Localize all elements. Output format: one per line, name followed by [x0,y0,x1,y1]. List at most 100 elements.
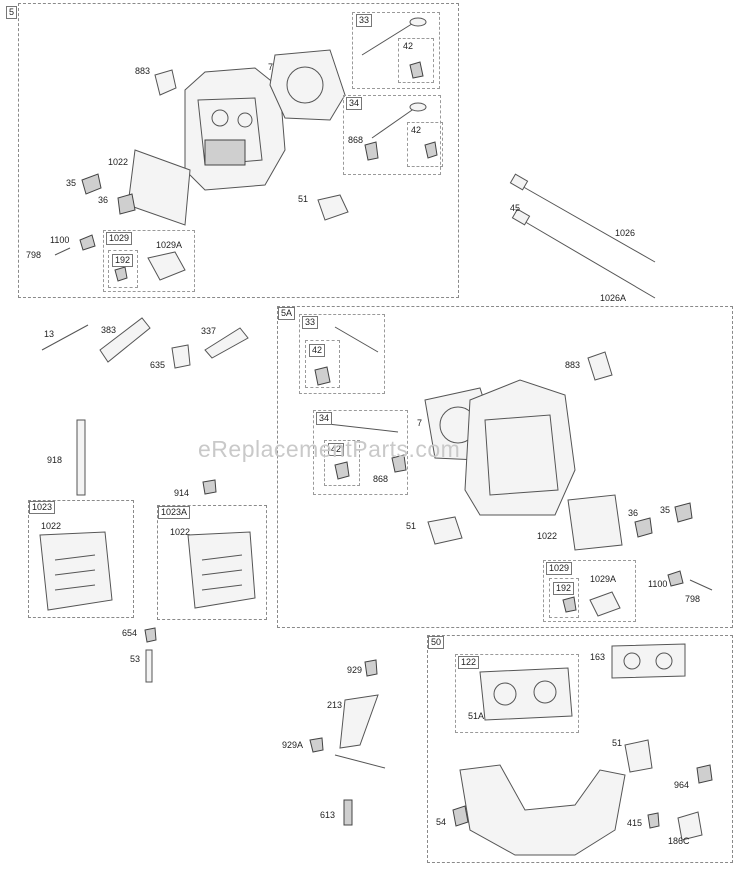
nut-192b-drawing [562,596,577,613]
subgroup-34-box [343,95,441,175]
label-7: 7 [268,62,274,72]
cover-gasket-1022-drawing [127,149,191,226]
label-1022: 1022 [108,157,129,167]
part-654-drawing [144,627,157,643]
pushrod-1026-drawing [519,184,656,263]
label-36: 36 [98,195,109,205]
label-36: 36 [628,508,639,518]
group-1023-tag: 1023 [29,501,56,514]
bolt-13-drawing [41,324,89,351]
valve-33b-drawing [334,326,379,353]
subgroup-1029b-tag: 1029 [546,562,573,575]
label-883: 883 [565,360,581,370]
watermark: eReplacementParts.com [198,436,461,462]
rocker-1029A-drawing [147,251,186,281]
label-868: 868 [373,474,389,484]
label-213: 213 [327,700,343,710]
bracket-213-drawing [339,694,379,749]
tube-918-drawing [76,419,86,496]
label-42: 42 [411,125,422,135]
label-1022: 1022 [170,527,191,537]
gasket-163-drawing [611,643,686,679]
subgroup-1029b-box [543,560,636,622]
head-gasket-drawing-5 [269,49,346,121]
cylinder-head-drawing-5 [184,67,286,191]
spring-35b-drawing [674,502,693,523]
subgroup-192a-box [108,250,138,288]
subgroup-42d-box [324,440,360,486]
label-914: 914 [174,488,190,498]
label-883: 883 [135,66,151,76]
guide-868b-drawing [391,454,407,473]
guide-868a-drawing [364,141,379,161]
valve-34-drawing [371,107,416,139]
label-42: 42 [328,443,345,456]
bolt-54-drawing [452,805,469,827]
gasket-51A-drawing [479,667,573,721]
label-1022: 1022 [537,531,558,541]
label-635: 635 [150,360,166,370]
subgroup-192b-box [549,578,579,618]
subgroup-1029-tag: 1029 [106,232,133,245]
label-51: 51 [298,194,309,204]
group-5A-box [277,306,733,628]
gasket-51c-drawing [624,739,653,773]
subgroup-33b-tag: 33 [302,316,319,329]
screw-929A-drawing [309,737,324,753]
subgroup-33b-box [299,314,385,394]
subgroup-34b-tag: 34 [316,412,333,425]
part-415-drawing [647,812,660,829]
label-54: 54 [436,817,447,827]
group-50-box [427,635,733,863]
group-5-tag: 5 [6,6,18,19]
subgroup-122-box [455,654,579,733]
label-918: 918 [47,455,63,465]
label-1022: 1022 [41,521,62,531]
bolt-1100b-drawing [667,570,684,587]
valve-cover-1023A-drawing [187,531,256,609]
group-5A-tag: 5A [278,307,296,320]
part-383-drawing [99,317,151,363]
label-163: 163 [590,652,606,662]
subgroup-34b-box [313,410,408,495]
subgroup-33-tag: 33 [356,14,373,27]
label-7: 7 [417,418,423,428]
label-35: 35 [660,505,671,515]
valve-cover-1023-drawing [39,531,113,611]
label-798: 798 [26,250,42,260]
valve-34b-drawing [327,423,399,433]
rocker-1029Ab-drawing [589,591,621,617]
label-45: 45 [510,203,521,213]
bolt-1100-drawing [79,234,96,251]
label-1029A: 1029A [590,574,617,584]
label-929A: 929A [282,740,304,750]
label-13: 13 [44,329,55,339]
label-1100: 1100 [50,235,70,245]
pushrod-1026A-drawing [521,219,656,299]
group-5-box [18,3,459,298]
label-186C: 186C [668,836,690,846]
subgroup-42b-box [407,122,443,167]
label-929: 929 [347,665,363,675]
label-613: 613 [320,810,336,820]
spring-36b-drawing [634,517,653,538]
subgroup-122-tag: 122 [458,656,480,669]
gasket-51b-drawing [427,516,463,545]
plug-337-drawing [204,327,249,359]
group-50-tag: 50 [428,636,445,649]
fitting-186C-drawing [677,811,703,841]
label-192: 192 [112,254,134,267]
bolt-798b-drawing [689,579,713,591]
keeper-42b-drawing [424,141,438,159]
intake-manifold-drawing [459,764,626,856]
label-35: 35 [66,178,77,188]
valve-33-drawing [361,21,416,56]
label-53: 53 [130,654,141,664]
label-415: 415 [627,818,643,828]
fitting-964-drawing [696,764,713,784]
spring-36-drawing [117,193,136,215]
subgroup-42a-box [398,38,434,83]
part-53-drawing [145,649,153,683]
